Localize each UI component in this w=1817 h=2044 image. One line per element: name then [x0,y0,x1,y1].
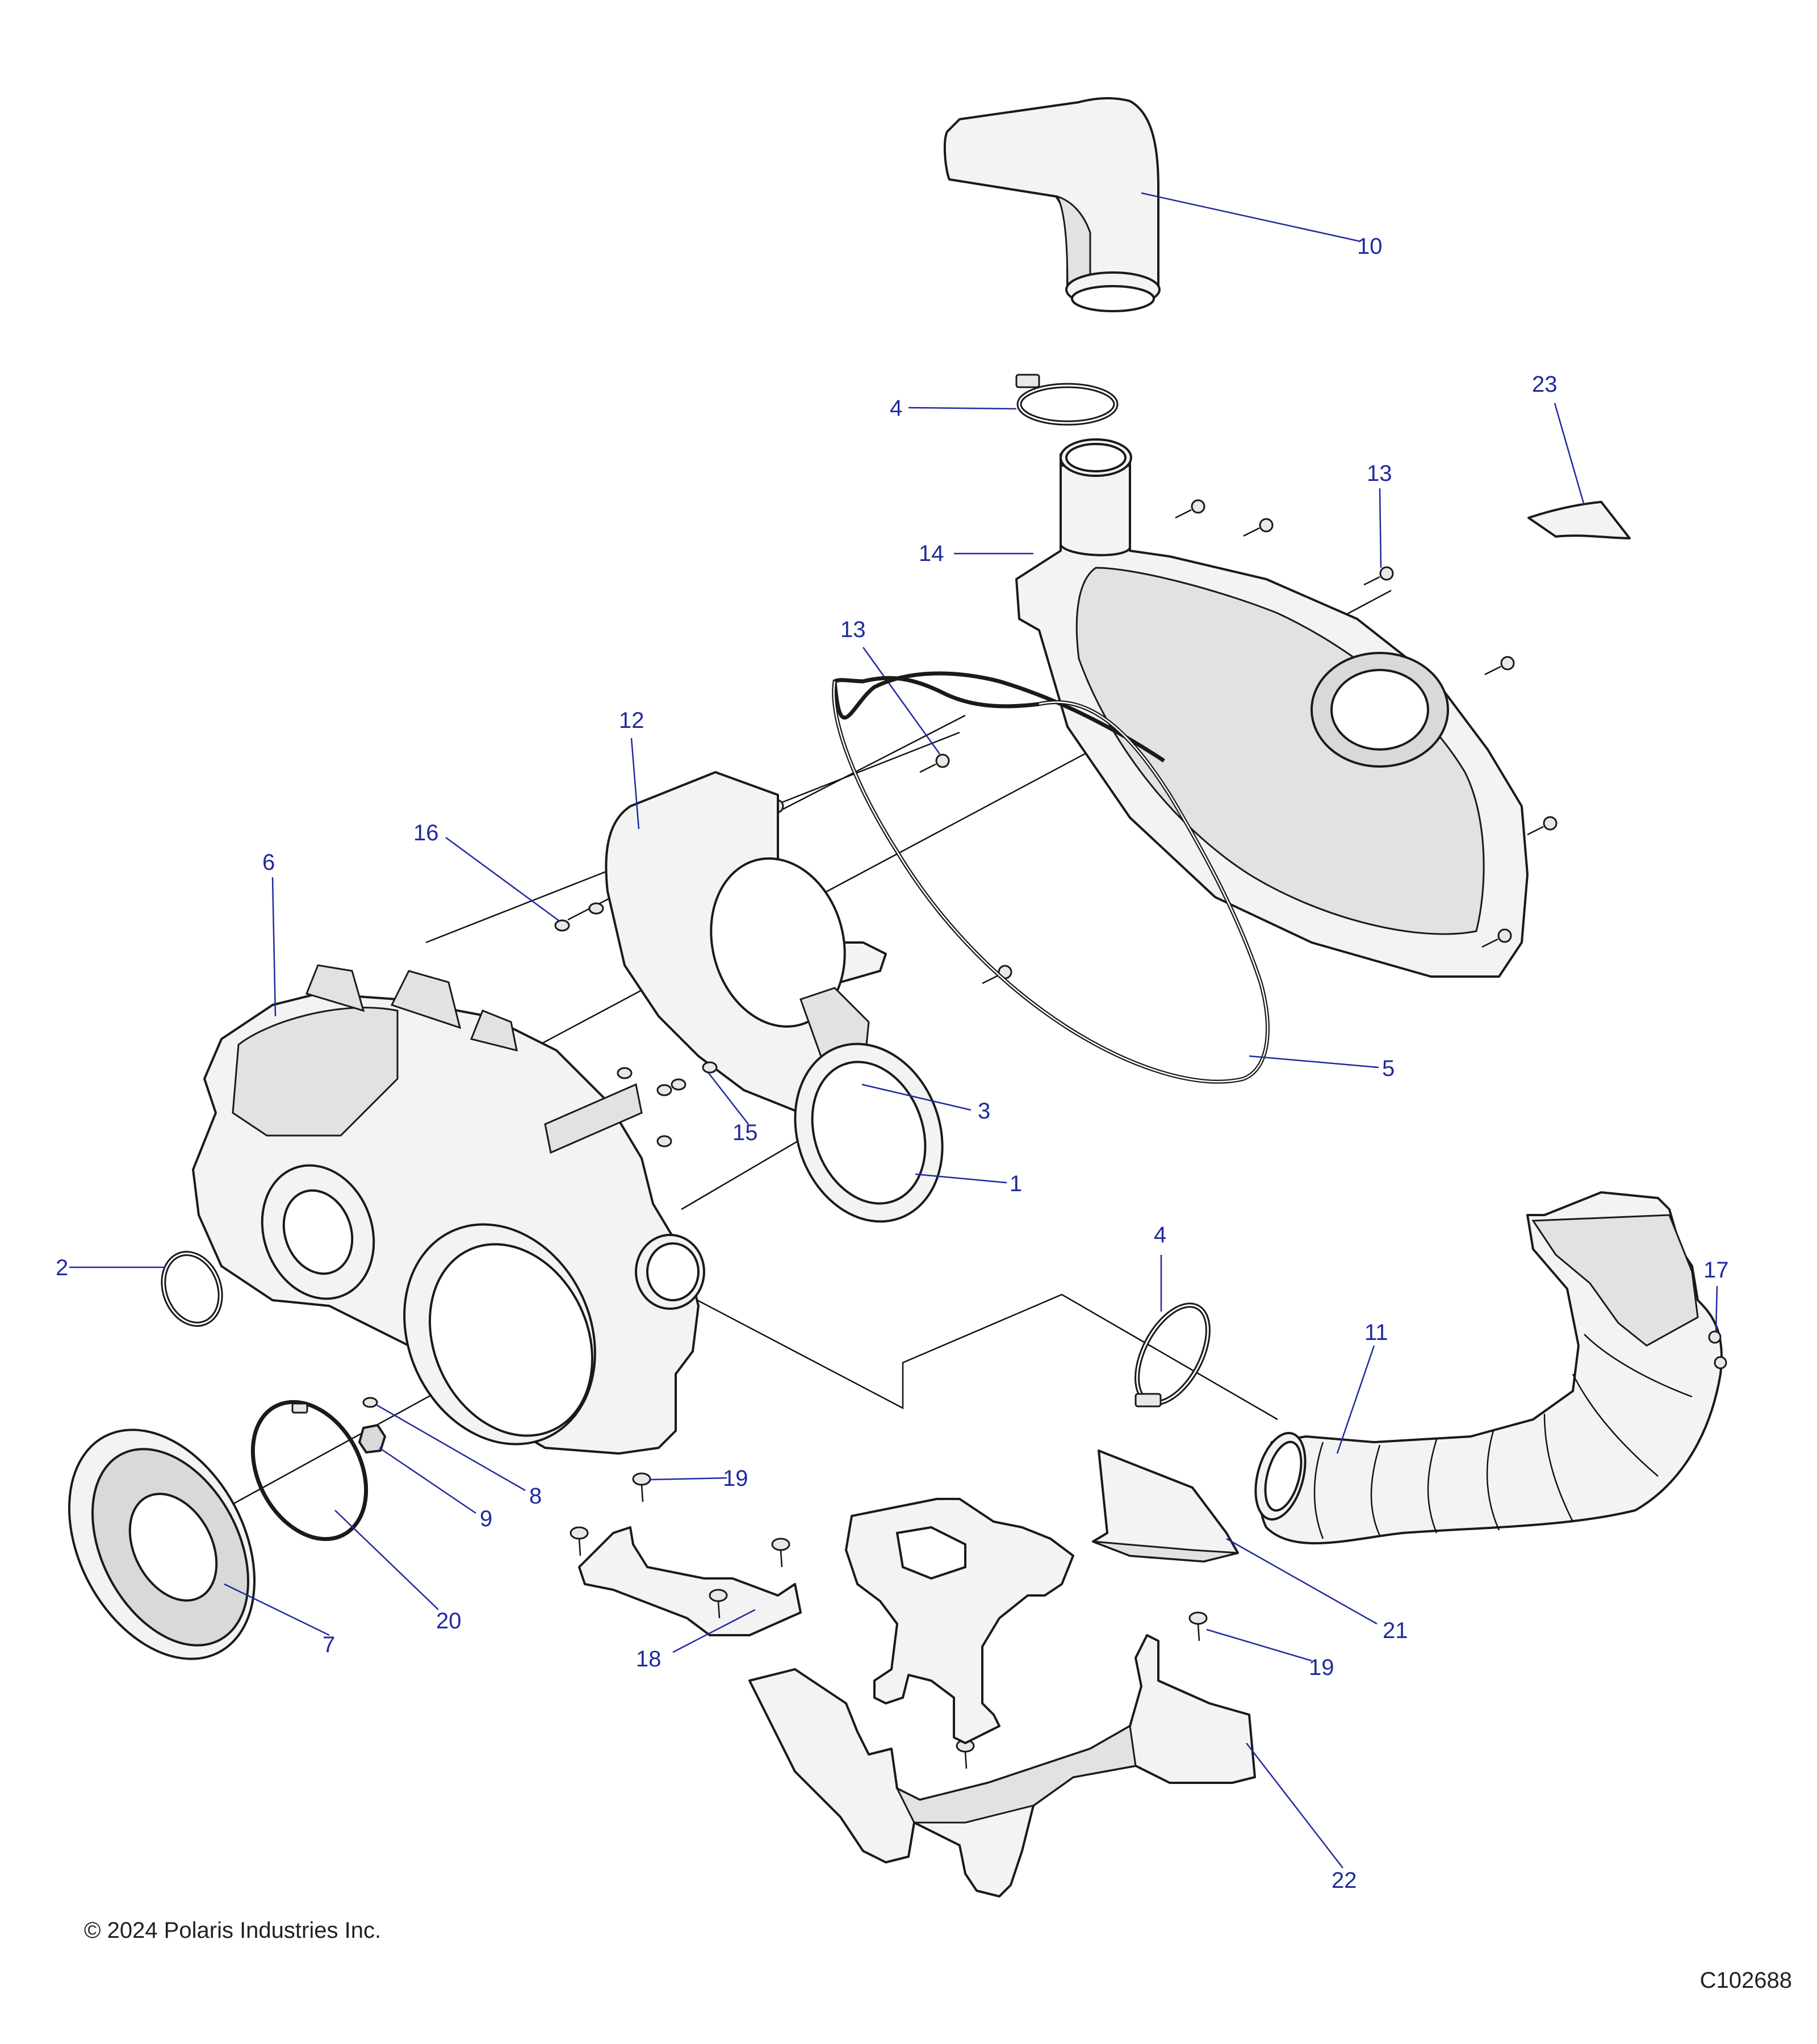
part-o-ring-large [250,1400,439,1610]
callout-10: 10 [1357,234,1383,259]
part-exhaust-duct [1254,1191,1723,1545]
screw [919,753,950,773]
screw [982,965,1012,985]
screw [1243,518,1274,537]
bolt [956,1739,975,1769]
callout-11: 11 [1364,1320,1388,1345]
callout-19-lower: 19 [1309,1655,1334,1680]
bolt [709,1589,728,1619]
screw [1527,816,1558,836]
callout-7: 7 [323,1632,335,1657]
callout-2: 2 [56,1255,68,1280]
callout-13-lower: 13 [840,617,866,642]
callout-23: 23 [1532,372,1558,397]
screw [1481,928,1512,948]
part-skid-shield [748,1634,1343,1898]
part-intake-elbow [943,97,1360,312]
callout-20: 20 [436,1609,462,1633]
copyright-notice: © 2024 Polaris Industries Inc. [84,1918,382,1943]
part-inner-shroud [605,738,887,1114]
callout-14: 14 [919,541,944,566]
callout-12: 12 [619,708,644,733]
part-seal-ring-plate [794,1042,1007,1223]
part-decal [1527,403,1631,539]
callout-6: 6 [262,850,275,875]
callout-19-upper: 19 [723,1466,748,1491]
callout-21: 21 [1383,1618,1408,1643]
callout-16: 16 [413,820,439,845]
part-inner-clutch-housing [192,877,705,1455]
part-bearing-cover-plate [68,1429,330,1660]
part-o-ring-small [69,1251,223,1327]
screw [1363,566,1394,586]
bolt [1188,1611,1208,1641]
duct-ribs [1313,1334,1693,1539]
callout-1: 1 [1010,1171,1022,1196]
callout-8: 8 [529,1484,542,1509]
callout-17: 17 [1703,1258,1729,1283]
callout-3: 3 [978,1099,990,1124]
part-outer-clutch-cover [954,438,1529,978]
part-gasket [832,671,1379,1084]
part-duct-screws [1708,1285,1727,1369]
bolt [771,1538,790,1568]
part-bolts [570,1472,1312,1769]
part-hose-clamp-lower [1134,1255,1211,1408]
part-heat-shield [1092,1450,1378,1625]
callout-4-lower: 4 [1154,1222,1166,1247]
part-drain-plug [358,1397,526,1514]
bolt [570,1526,589,1556]
part-hose-clamp-upper [908,374,1119,426]
callout-18: 18 [636,1647,662,1672]
callout-13-upper: 13 [1367,461,1392,486]
part-bracket [578,1526,802,1653]
callout-22: 22 [1332,1868,1357,1893]
callout-9: 9 [480,1506,492,1531]
screw [1484,656,1515,676]
drawing-code: C102688 [1699,1968,1792,1993]
screw [1175,499,1205,519]
part-mount-bracket [845,1498,1074,1744]
callout-4-upper: 4 [890,396,902,421]
callout-5: 5 [1382,1056,1395,1081]
bolt [632,1472,651,1502]
callout-15: 15 [732,1120,758,1145]
callout-labels: 1 2 3 4 4 5 6 7 8 9 10 11 12 13 13 14 15… [56,234,1729,1893]
